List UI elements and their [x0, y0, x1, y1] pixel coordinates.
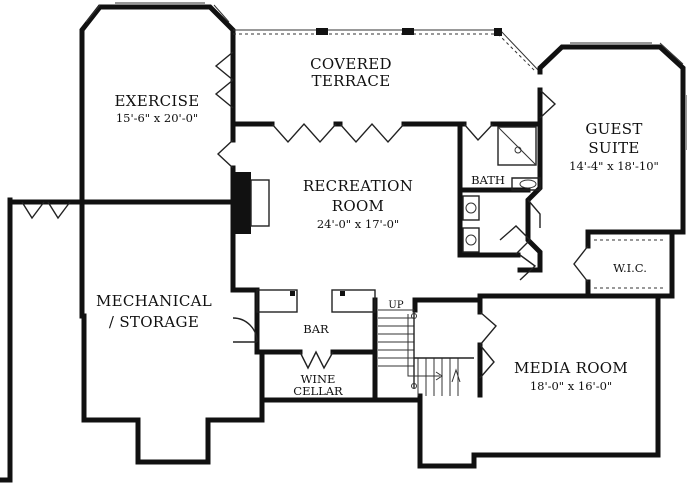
room-labels: EXERCISE 15'-6" x 20'-0" COVERED TERRACE… — [96, 55, 659, 398]
exterior-walls — [0, 4, 686, 483]
exercise-room-name: EXERCISE — [115, 92, 200, 110]
window-marks — [85, 2, 687, 150]
terrace-label-line2: TERRACE — [312, 72, 391, 90]
terrace-label-line1: COVERED — [310, 55, 392, 73]
recreation-room-line1: RECREATION — [303, 177, 413, 195]
guest-suite-line1: GUEST — [585, 120, 642, 138]
fireplace — [233, 172, 270, 234]
wic-shelves — [594, 239, 666, 289]
guest-suite-dims: 14'-4" x 18'-10" — [569, 159, 659, 173]
media-room-dims: 18'-0" x 16'-0" — [530, 379, 612, 393]
wine-cellar-line1: WINE — [301, 372, 336, 386]
mechanical-line2: / STORAGE — [109, 313, 199, 331]
stairs-up-label: UP — [388, 300, 403, 311]
exercise-room-dims: 15'-6" x 20'-0" — [116, 111, 198, 125]
mechanical-line1: MECHANICAL — [96, 292, 212, 310]
wic-label: W.I.C. — [613, 261, 647, 275]
recreation-room-line2: ROOM — [332, 197, 384, 215]
terrace-posts — [316, 28, 502, 36]
media-room-name: MEDIA ROOM — [514, 359, 628, 377]
staircase — [378, 309, 474, 396]
bath-label: BATH — [471, 173, 505, 187]
bar-cabinets — [256, 289, 376, 313]
recreation-room-dims: 24'-0" x 17'-0" — [317, 217, 399, 231]
guest-suite-line2: SUITE — [588, 139, 639, 157]
bar-label: BAR — [303, 322, 329, 336]
wine-cellar-line2: CELLAR — [293, 384, 343, 398]
bath-fixtures — [462, 126, 541, 255]
door-swings — [21, 51, 589, 379]
